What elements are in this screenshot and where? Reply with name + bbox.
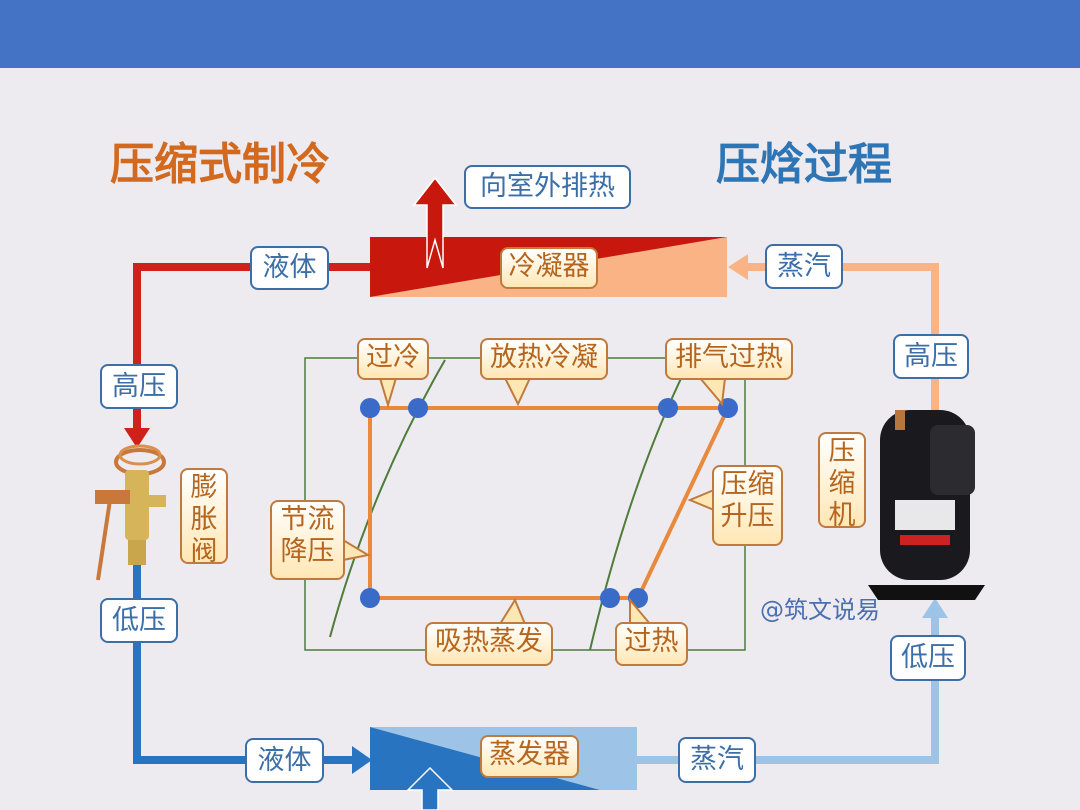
liquid-label-bottom: 液体 (245, 738, 324, 783)
liquid-label-top: 液体 (250, 246, 329, 290)
liquid-line-low (133, 565, 355, 764)
cycle-point (360, 588, 380, 608)
header-banner (0, 0, 1080, 68)
throttle-label: 节流降压 (270, 500, 345, 580)
cycle-point (658, 398, 678, 418)
condenser-label: 冷凝器 (500, 247, 598, 289)
compressor-image (868, 410, 985, 600)
condense-label: 放热冷凝 (480, 338, 608, 380)
cycle-point (600, 588, 620, 608)
heat-in-arrow-icon (406, 766, 454, 810)
arrow-up-icon (922, 598, 948, 618)
arrow-right-icon (352, 746, 372, 774)
title-compression-refrigeration: 压缩式制冷 (110, 139, 330, 190)
evaporate-label: 吸热蒸发 (425, 622, 553, 666)
arrow-left-icon (728, 254, 748, 280)
cycle-point (408, 398, 428, 418)
heat-out-arrow-icon (412, 176, 458, 269)
low-pressure-label-left: 低压 (100, 598, 178, 643)
title-ph-process: 压焓过程 (716, 139, 892, 190)
heat-out-label: 向室外排热 (464, 165, 631, 209)
vapor-label-bottom: 蒸汽 (678, 737, 756, 783)
compressor-label: 压缩机 (818, 432, 866, 531)
compress-label: 压缩升压 (712, 465, 783, 546)
expansion-valve-label: 膨胀阀 (180, 468, 228, 567)
low-pressure-label-right: 低压 (890, 635, 966, 681)
superheat-label: 过热 (615, 622, 688, 666)
refrigeration-cycle (368, 406, 732, 600)
expansion-valve-image (95, 444, 166, 581)
cycle-points (360, 398, 738, 608)
saturated-liquid-curve (329, 359, 446, 638)
arrow-down-icon (124, 428, 150, 448)
evaporator-label: 蒸发器 (480, 735, 579, 778)
discharge-superheat-label: 排气过热 (665, 338, 793, 380)
vapor-label-top: 蒸汽 (765, 244, 843, 289)
cycle-point (360, 398, 380, 418)
high-pressure-label-left: 高压 (100, 364, 178, 409)
saturated-vapor-curve (589, 359, 691, 651)
subcool-label: 过冷 (357, 338, 429, 380)
watermark: @筑文说易 (760, 596, 880, 624)
high-pressure-label-right: 高压 (893, 334, 969, 379)
